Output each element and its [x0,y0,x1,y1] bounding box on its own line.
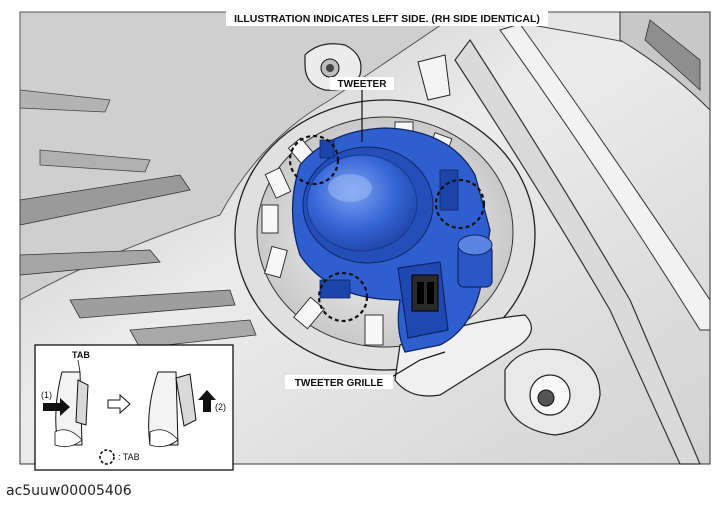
tweeter-label: TWEETER [338,79,388,90]
tab-marker-right [434,178,486,230]
step1-label: (1) [41,390,52,400]
up-arrow-icon [198,390,216,412]
hollow-arrow-right-icon [107,393,131,415]
tab-release-inset: TAB (1) (2) : TAB [34,344,234,471]
figure-id: ac5uuw00005406 [6,483,132,499]
grille-leader-line [389,351,446,379]
push-arrow-right-icon [43,398,70,416]
inset-tab-label: TAB [72,350,90,360]
tweeter-grille-label: TWEETER GRILLE [295,378,384,389]
header-note: ILLUSTRATION INDICATES LEFT SIDE. (RH SI… [234,13,540,25]
step2-label: (2) [215,402,226,412]
dashed-circle-icon [99,449,115,465]
tab-marker-lower [317,271,369,323]
tab-legend-label: : TAB [118,452,140,462]
tab-marker-upper-left [288,134,340,186]
